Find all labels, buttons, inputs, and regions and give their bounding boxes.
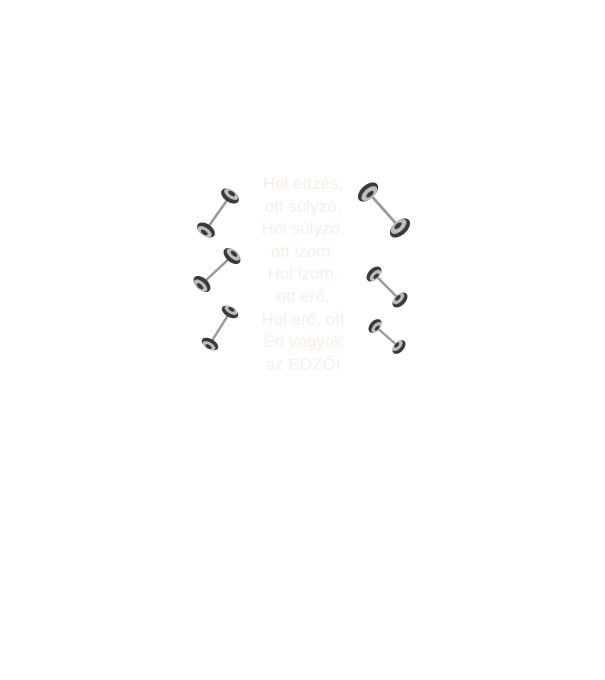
- barbell-icon: [197, 188, 239, 238]
- poem-line: Hol súlyzó,: [261, 219, 345, 239]
- poem-line: ott izom.: [270, 241, 336, 261]
- barbell-icon: [368, 319, 406, 354]
- barbell-icon: [357, 182, 411, 238]
- poem-line: ott erő.: [276, 286, 330, 306]
- barbell-icon: [193, 247, 241, 293]
- poem-line: az EDZŐ!: [265, 354, 341, 374]
- poem-text: Hol edzés, ott súlyzó, Hol súlyzó, ott i…: [248, 173, 358, 376]
- poem-line: Hol erő, ott: [261, 309, 345, 329]
- barbell-icon: [201, 305, 239, 351]
- barbell-icon: [366, 266, 408, 308]
- poem-line: ott súlyzó,: [264, 196, 342, 216]
- poem-line: Hol izom,: [267, 264, 339, 284]
- poem-line: Hol edzés,: [262, 174, 344, 193]
- poem-line: Én vagyok: [263, 332, 343, 352]
